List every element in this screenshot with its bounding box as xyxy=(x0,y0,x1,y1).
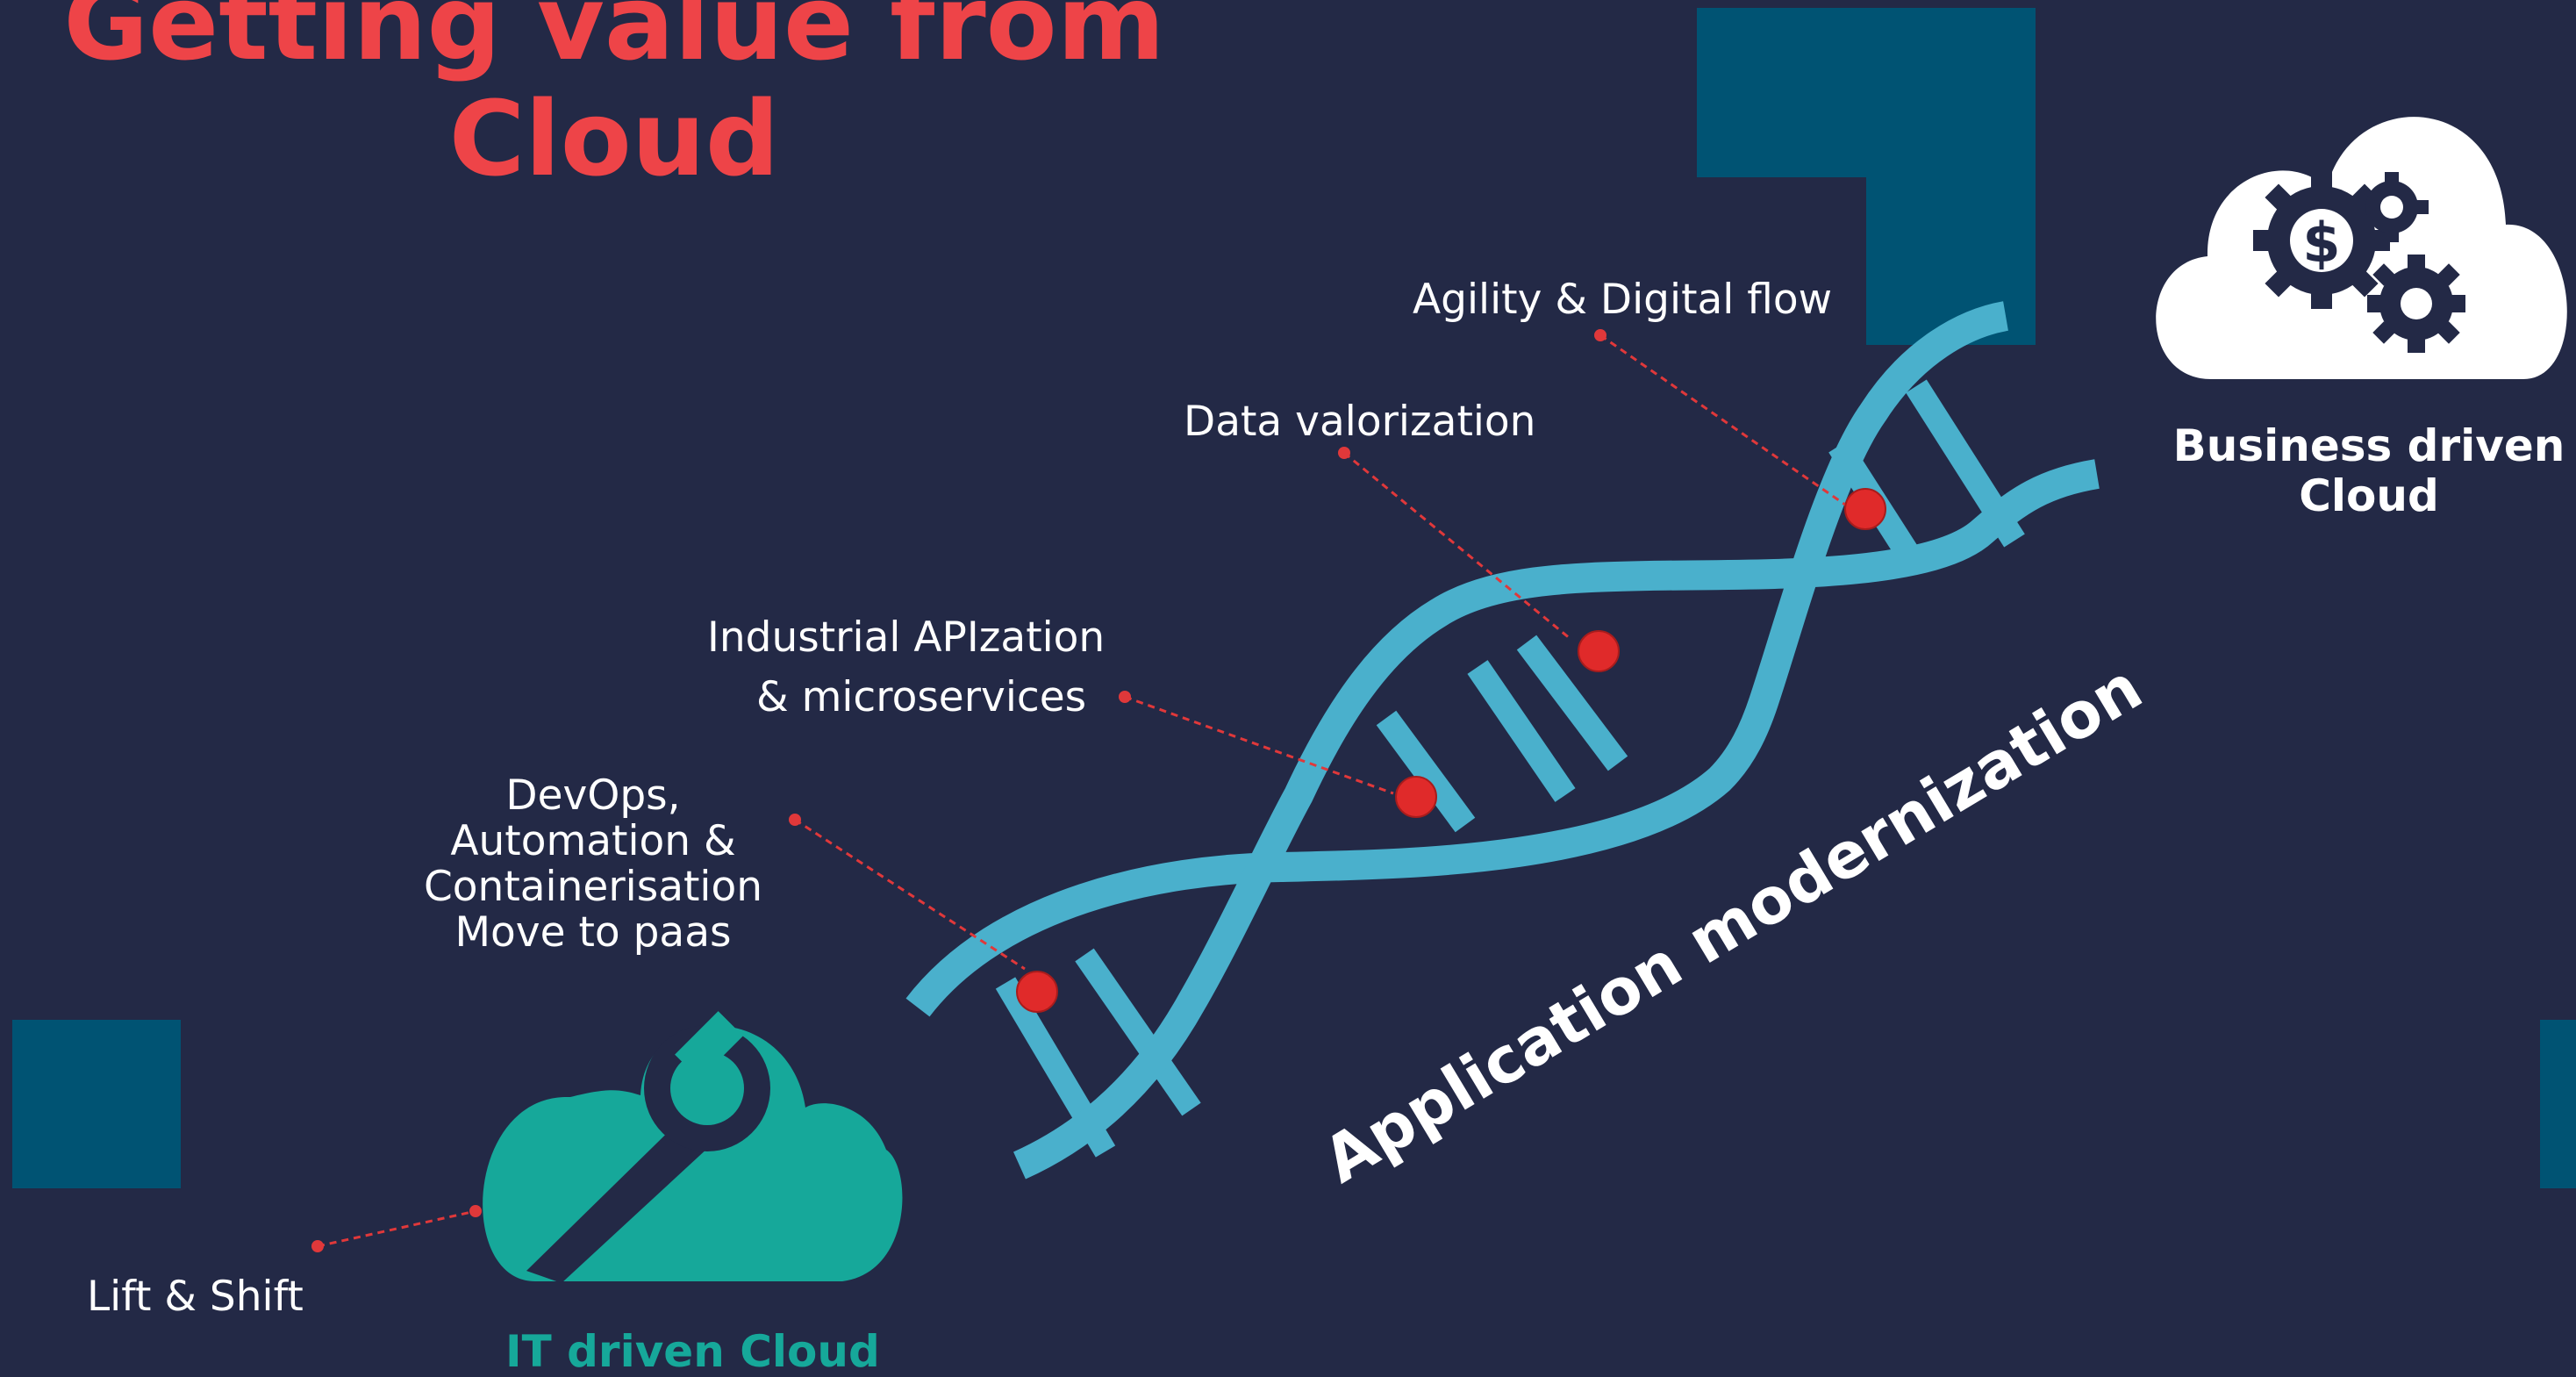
business-cloud-label: Business driven Cloud xyxy=(2167,421,2571,521)
label-api: Industrial APIzation & microservices xyxy=(707,608,1128,728)
cloud-gears-dollar-icon: $ xyxy=(2156,117,2567,379)
connector-endpoints xyxy=(311,329,1606,1252)
helix-rung xyxy=(1376,710,1476,833)
connector-lift xyxy=(317,1209,476,1248)
gear-small-bottom-icon xyxy=(2367,255,2465,353)
marker-api xyxy=(1395,776,1437,818)
endpoint-dot xyxy=(789,814,801,826)
milestone-markers xyxy=(1016,488,1886,1013)
accent-square-left xyxy=(12,1020,181,1188)
helix-rung xyxy=(1467,660,1576,802)
connector-api xyxy=(1124,695,1394,795)
helix-strand-b xyxy=(1013,459,2100,1180)
marker-agility xyxy=(1844,488,1886,530)
label-devops-line-4: Move to paas xyxy=(454,908,732,957)
endpoint-dot xyxy=(1119,691,1131,703)
helix-strand-a xyxy=(905,301,2009,1017)
title-line-1: Getting value from xyxy=(63,0,1165,83)
label-devops-line-1: DevOps, xyxy=(505,771,681,820)
label-api-line-2: & microservices xyxy=(756,673,1087,721)
cloud-wrench-icon xyxy=(483,1011,903,1283)
helix-rung xyxy=(1516,635,1628,771)
dna-helix xyxy=(905,301,2100,1180)
helix-rung xyxy=(1075,948,1201,1116)
label-api-line-1: Industrial APIzation xyxy=(707,613,1106,662)
endpoint-dot xyxy=(1594,329,1606,341)
connector-devops xyxy=(794,818,1026,971)
connector-agility xyxy=(1599,333,1857,514)
label-devops-line-3: Containerisation xyxy=(423,863,763,911)
endpoint-dot xyxy=(311,1240,324,1252)
gear-large-icon: $ xyxy=(2253,172,2390,309)
connector-lines xyxy=(317,333,1857,1248)
label-lift-shift: Lift & Shift xyxy=(87,1273,304,1321)
business-cloud-line-2: Cloud xyxy=(2299,470,2439,521)
svg-text:$: $ xyxy=(2302,211,2340,275)
marker-devops xyxy=(1016,971,1058,1013)
business-cloud-line-1: Business driven xyxy=(2172,420,2565,471)
accent-square-top-right xyxy=(1866,8,2036,345)
page-title: Getting value from Cloud xyxy=(53,0,1176,197)
label-data-valorization: Data valorization xyxy=(1184,398,1536,446)
it-cloud-label: IT driven Cloud xyxy=(505,1326,880,1377)
label-devops: DevOps, Automation & Containerisation Mo… xyxy=(400,773,786,956)
title-line-2: Cloud xyxy=(448,78,780,199)
gear-small-top-icon xyxy=(2365,172,2429,242)
endpoint-dot xyxy=(469,1205,482,1217)
endpoint-dot xyxy=(1338,447,1350,459)
marker-data xyxy=(1578,630,1620,672)
accent-square-right-edge xyxy=(2540,1020,2576,1188)
label-agility: Agility & Digital flow xyxy=(1413,276,1833,324)
accent-square-top-left xyxy=(1697,8,1866,177)
wrench-icon xyxy=(526,1011,770,1283)
label-devops-line-2: Automation & xyxy=(450,817,736,865)
